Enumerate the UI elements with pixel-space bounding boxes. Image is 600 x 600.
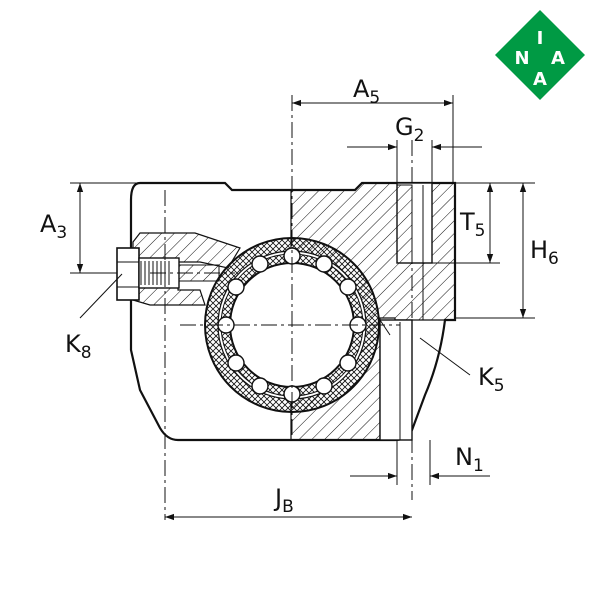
dimension-lines	[76, 99, 527, 521]
label-a3: A3	[40, 210, 67, 243]
logo-letter-top: I	[537, 28, 544, 49]
label-t5: T5	[459, 208, 486, 241]
logo-letter-right: A	[551, 48, 565, 69]
label-jb: JB	[273, 484, 294, 517]
label-a5: A5	[353, 75, 380, 108]
label-k5: K5	[478, 363, 505, 396]
label-k8: K8	[65, 330, 92, 363]
dimension-labels: A5 G2 A3 T5 H6 K8 K5 N1 JB	[40, 75, 559, 517]
logo-diamond	[495, 10, 585, 100]
logo-letter-left: N	[514, 48, 529, 69]
label-g2: G2	[395, 113, 424, 146]
k8-leader	[79, 273, 123, 319]
top-bore-thread	[396, 184, 413, 264]
logo-letter-bottom: A	[533, 69, 547, 90]
label-h6: H6	[530, 236, 559, 269]
center-lines	[150, 95, 413, 520]
k5-leader	[419, 337, 471, 376]
ina-logo: I N A A	[495, 10, 585, 100]
leader-lines	[79, 273, 471, 376]
bearing-balls	[217, 247, 367, 403]
label-n1: N1	[455, 443, 484, 476]
lower-bore	[379, 319, 413, 441]
